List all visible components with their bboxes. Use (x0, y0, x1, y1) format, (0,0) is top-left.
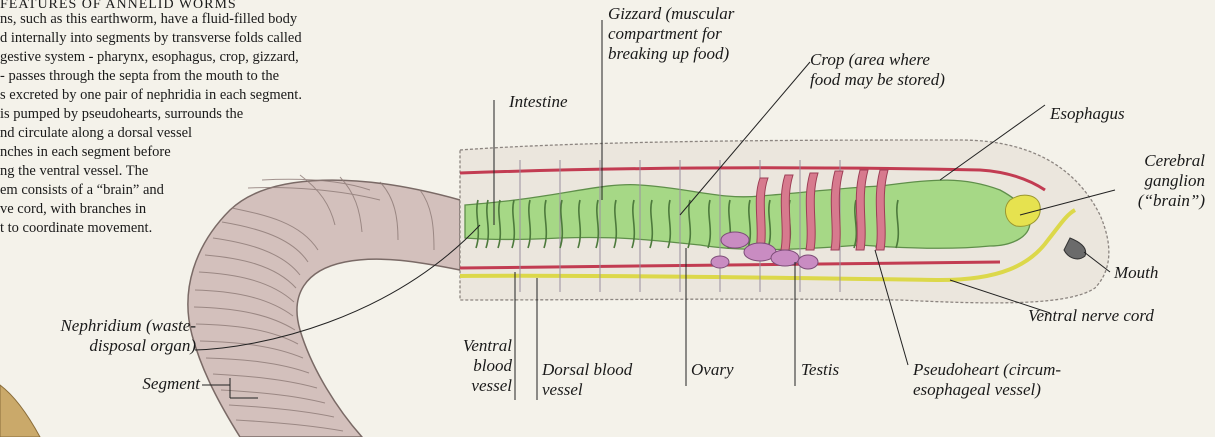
label-ventral-blood-vessel: Ventral blood vessel (410, 336, 512, 396)
label-ventral-blood-line: Ventral (410, 336, 512, 356)
label-cerebral-line: Cerebral (1105, 151, 1205, 171)
label-crop-line: food may be stored) (810, 70, 945, 90)
label-crop: Crop (area where food may be stored) (810, 50, 945, 90)
label-segment: Segment (90, 374, 200, 394)
label-nephridium-line: Nephridium (waste- (0, 316, 196, 336)
label-pseudoheart-line: esophageal vessel) (913, 380, 1061, 400)
label-gizzard-line: breaking up food) (608, 44, 734, 64)
label-ventral-blood-line: blood (410, 356, 512, 376)
label-mouth: Mouth (1114, 263, 1158, 283)
label-dorsal-blood-line: Dorsal blood (542, 360, 632, 380)
label-cerebral-ganglion: Cerebral ganglion (“brain”) (1105, 151, 1205, 211)
corner-worm-fragment (0, 385, 40, 437)
label-nephridium-line: disposal organ) (0, 336, 196, 356)
label-pseudoheart: Pseudoheart (circum- esophageal vessel) (913, 360, 1061, 400)
label-ventral-nerve-cord: Ventral nerve cord (1028, 306, 1154, 326)
label-gizzard-line: Gizzard (muscular (608, 4, 734, 24)
label-intestine: Intestine (509, 92, 568, 112)
worm-exterior (188, 175, 460, 437)
label-testis: Testis (801, 360, 839, 380)
label-gizzard: Gizzard (muscular compartment for breaki… (608, 4, 734, 64)
label-pseudoheart-line: Pseudoheart (circum- (913, 360, 1061, 380)
label-nephridium: Nephridium (waste- disposal organ) (0, 316, 196, 356)
label-ventral-blood-line: vessel (410, 376, 512, 396)
label-esophagus: Esophagus (1050, 104, 1125, 124)
label-dorsal-blood-vessel: Dorsal blood vessel (542, 360, 632, 400)
label-ovary: Ovary (691, 360, 733, 380)
label-gizzard-line: compartment for (608, 24, 734, 44)
label-cerebral-line: (“brain”) (1105, 191, 1205, 211)
label-dorsal-blood-line: vessel (542, 380, 632, 400)
label-crop-line: Crop (area where (810, 50, 945, 70)
label-cerebral-line: ganglion (1105, 171, 1205, 191)
